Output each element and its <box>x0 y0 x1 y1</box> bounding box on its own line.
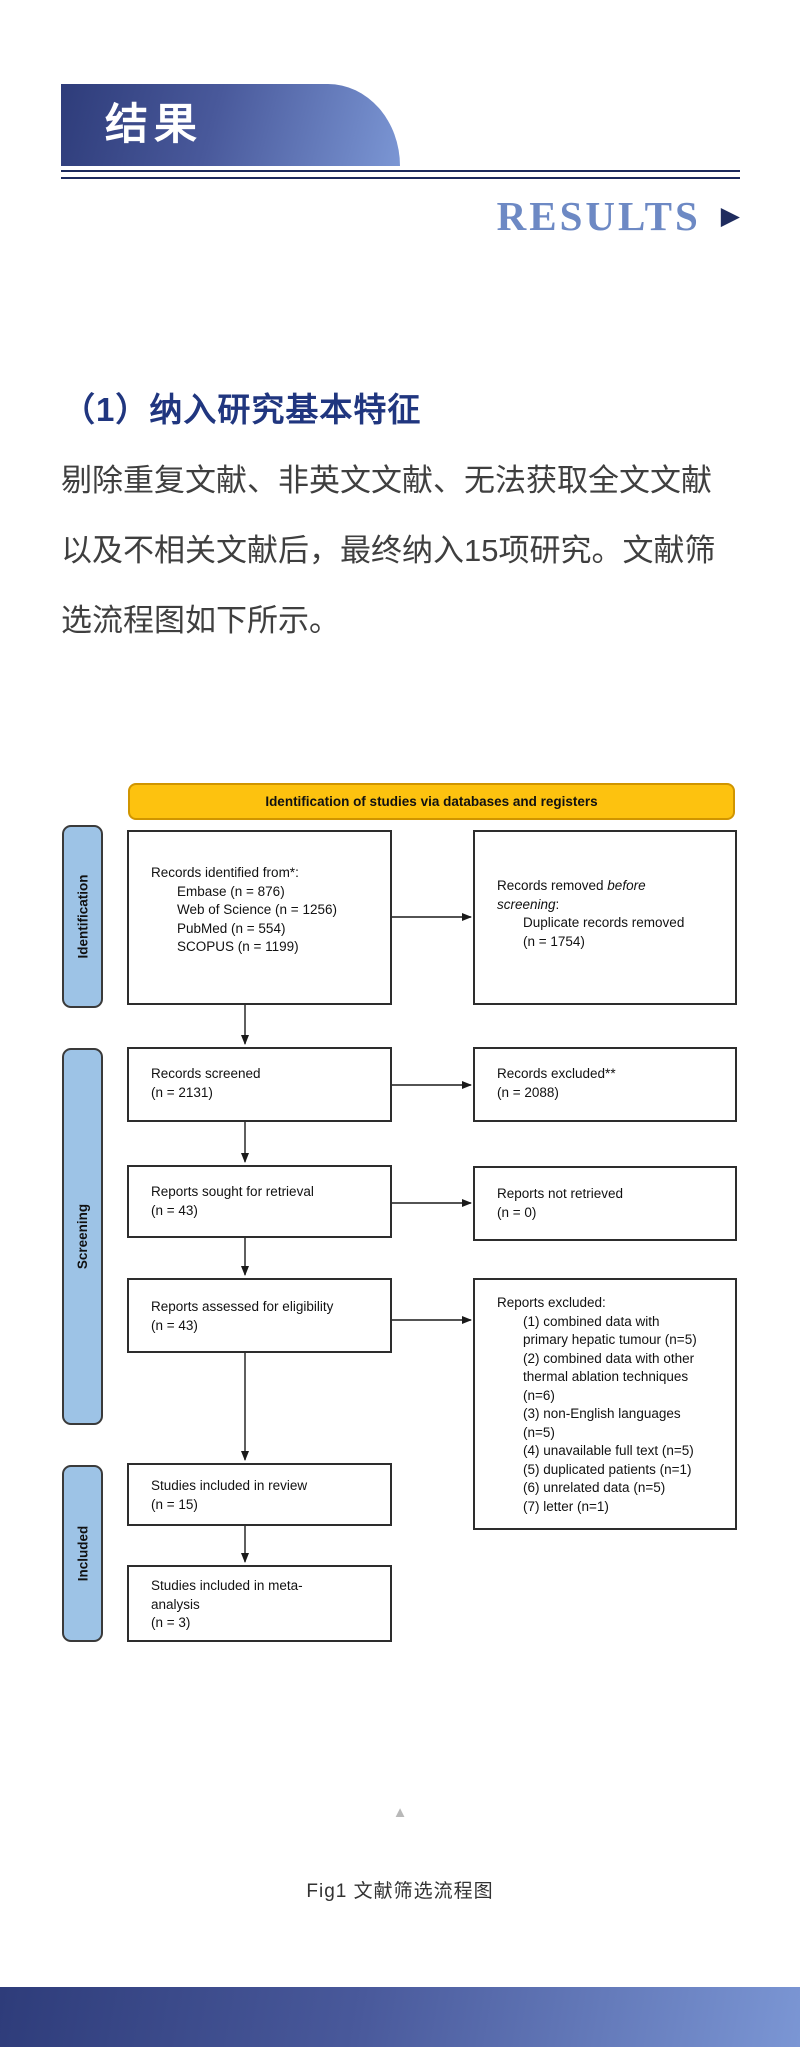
flow-box-reports-assessed: Reports assessed for eligibility (n = 43… <box>127 1278 392 1353</box>
box-line: Records removed before <box>497 877 727 896</box>
box-line: Reports not retrieved <box>497 1186 624 1201</box>
box-line: (1) combined data with <box>523 1313 660 1329</box>
box-line: (5) duplicated patients (n=1) <box>523 1461 692 1477</box>
box-line: (7) letter (n=1) <box>523 1498 609 1514</box>
box-line: (6) unrelated data (n=5) <box>523 1480 666 1495</box>
box-line: screening: <box>497 896 727 915</box>
paragraph-line: 剔除重复文献、非英文文献、无法获取全文文献 <box>61 463 712 498</box>
flow-box-records-excluded: Records excluded** (n = 2088) <box>473 1047 737 1122</box>
flow-box-studies-meta: Studies included in meta- analysis (n = … <box>127 1565 392 1642</box>
body-paragraph: 剔除重复文献、非英文文献、无法获取全文文献 以及不相关文献后，最终纳入15项研究… <box>61 446 751 656</box>
box-text-italic: screening <box>497 896 556 912</box>
box-line: Duplicate records removed <box>523 915 685 930</box>
box-text-italic: before <box>607 878 646 893</box>
flow-box-records-screened: Records screened (n = 2131) <box>127 1047 392 1122</box>
box-line: (n = 43) <box>151 1317 198 1333</box>
box-line: (n = 2131) <box>151 1084 213 1100</box>
box-line: Records screened <box>151 1066 261 1081</box>
box-line: thermal ablation techniques <box>523 1369 689 1384</box>
box-line: Reports sought for retrieval <box>151 1184 314 1199</box>
box-text: Records removed <box>497 878 608 893</box>
box-line: primary hepatic tumour (n=5) <box>523 1332 697 1347</box>
stage-label-identification: Identification <box>62 825 103 1008</box>
box-line: (3) non-English languages <box>523 1406 681 1421</box>
subsection-heading: （1）纳入研究基本特征 <box>62 391 422 428</box>
box-line: Records excluded** <box>497 1066 616 1081</box>
box-line: (2) combined data with other <box>523 1350 695 1366</box>
flow-box-records-identified: Records identified from*: Embase (n = 87… <box>127 830 392 1005</box>
banner-title: 结果 <box>105 102 203 149</box>
box-line: PubMed (n = 554) <box>177 920 286 936</box>
box-line: (n = 15) <box>151 1496 198 1512</box>
stage-label-included: Included <box>62 1465 103 1642</box>
box-line: SCOPUS (n = 1199) <box>177 939 299 954</box>
stage-label-screening: Screening <box>62 1048 103 1425</box>
divider-rule <box>61 170 740 179</box>
box-line: Studies included in review <box>151 1478 308 1493</box>
box-text: : <box>555 896 560 912</box>
box-line: (n = 43) <box>151 1202 198 1218</box>
stage-label-text: Screening <box>75 1203 90 1270</box>
flow-box-studies-review: Studies included in review (n = 15) <box>127 1463 392 1526</box>
box-title: Reports excluded: <box>497 1295 606 1310</box>
box-line: (n = 1754) <box>523 933 585 949</box>
section-banner: 结果 <box>61 84 400 166</box>
flowchart-title-bar: Identification of studies via databases … <box>128 783 735 820</box>
results-row: RESULTS ▶ <box>497 192 740 240</box>
box-line: (n = 0) <box>497 1204 537 1220</box>
paragraph-line: 以及不相关文献后，最终纳入15项研究。文献筛 <box>61 533 716 568</box>
stage-label-text: Included <box>75 1525 91 1582</box>
flow-box-reports-sought: Reports sought for retrieval (n = 43) <box>127 1165 392 1238</box>
paragraph-line: 选流程图如下所示。 <box>61 603 340 638</box>
box-line: analysis <box>151 1596 200 1612</box>
box-line: (n=6) <box>523 1387 555 1403</box>
box-line: Embase (n = 876) <box>177 883 285 899</box>
collapse-triangle-icon[interactable]: ▲ <box>392 1804 408 1821</box>
box-title: Records identified from*: <box>151 865 299 880</box>
box-line: Reports assessed for eligibility <box>151 1299 334 1314</box>
figure-caption: Fig1 文献筛选流程图 <box>306 1881 494 1902</box>
box-line: Studies included in meta- <box>151 1578 303 1593</box>
results-label: RESULTS <box>496 193 701 239</box>
stage-label-text: Identification <box>75 874 90 959</box>
flow-box-reports-excluded: Reports excluded: (1) combined data with… <box>473 1278 737 1530</box>
box-line: (n=5) <box>523 1424 555 1440</box>
box-line: (n = 3) <box>151 1615 191 1630</box>
play-arrow-icon: ▶ <box>720 201 740 230</box>
box-line: (n = 2088) <box>497 1084 559 1100</box>
flow-box-records-removed: Records removed before screening: Duplic… <box>473 830 737 1005</box>
flow-box-reports-not-retrieved: Reports not retrieved (n = 0) <box>473 1166 737 1241</box>
footer-gradient-band <box>0 1987 800 2047</box>
box-line: Web of Science (n = 1256) <box>177 902 337 917</box>
box-line: (4) unavailable full text (n=5) <box>523 1443 694 1458</box>
